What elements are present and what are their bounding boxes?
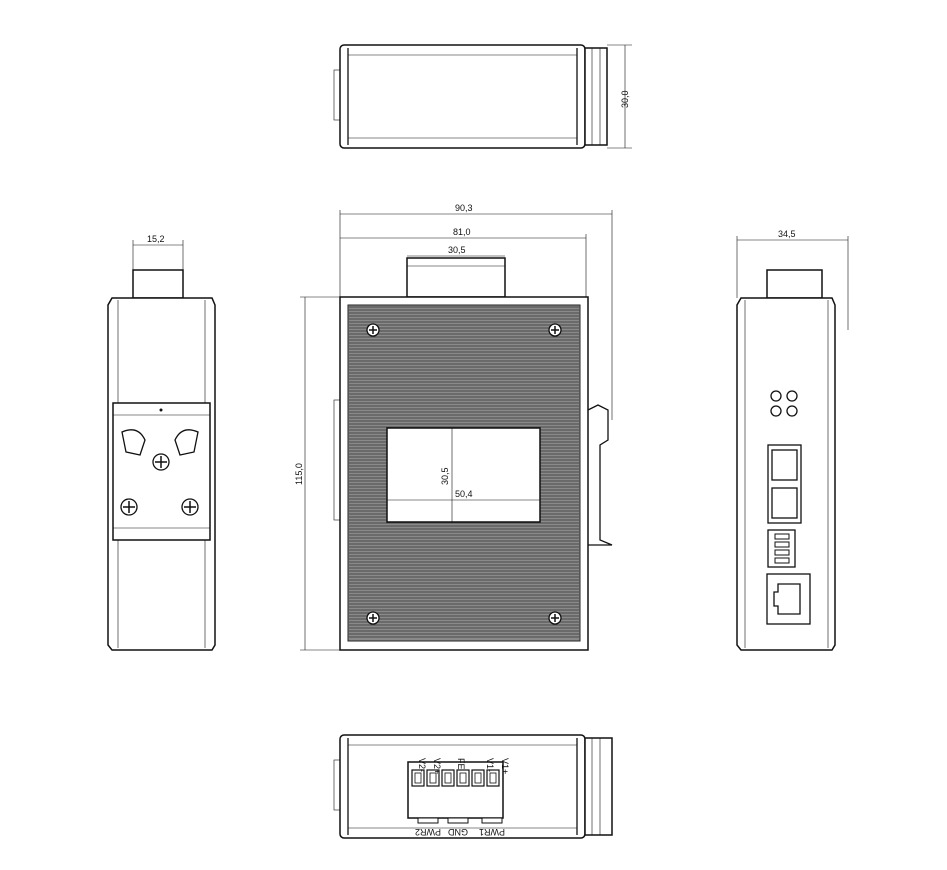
pin-label: V1+ bbox=[500, 758, 510, 774]
dip-switch bbox=[767, 529, 796, 568]
dim-body-width: 81,0 bbox=[453, 227, 471, 237]
terminal-pin bbox=[441, 769, 455, 787]
fiber-ports bbox=[767, 444, 802, 524]
front-view: 90,3 81,0 30,5 30,5 50,4 115,0 bbox=[294, 203, 613, 651]
dim-top-height: 30,0 bbox=[620, 90, 630, 108]
group-label: GND bbox=[448, 827, 469, 837]
left-view: 15,2 bbox=[107, 234, 216, 651]
terminal-pin bbox=[456, 769, 470, 787]
pin-label: FE bbox=[456, 758, 466, 770]
bottom-view: V2- V2+ FE V1- V1+ PWR2 GND PWR1 bbox=[333, 734, 613, 839]
terminal-pin bbox=[411, 769, 425, 787]
screws bbox=[366, 323, 562, 625]
dim-left-clip-width: 15,2 bbox=[147, 234, 165, 244]
terminal-pin bbox=[486, 769, 500, 787]
dim-overall-width: 90,3 bbox=[455, 203, 473, 213]
dim-overall-height: 115,0 bbox=[294, 463, 304, 485]
group-label: PWR2 bbox=[415, 827, 441, 837]
dim-label-height: 30,5 bbox=[440, 467, 450, 485]
dim-right-depth: 34,5 bbox=[778, 229, 796, 239]
terminal-pin bbox=[471, 769, 485, 787]
pin-label: V2- bbox=[417, 758, 427, 772]
dim-label-width: 50,4 bbox=[455, 489, 473, 499]
din-clip bbox=[587, 404, 613, 546]
pin-label: V2+ bbox=[432, 758, 442, 774]
led-indicators bbox=[770, 390, 798, 417]
top-view: 30,0 bbox=[333, 44, 632, 149]
right-view: 34,5 bbox=[736, 229, 849, 651]
rj45-port bbox=[766, 573, 811, 625]
group-label: PWR1 bbox=[479, 827, 505, 837]
pin-label: V1- bbox=[485, 758, 495, 772]
dim-clip-width: 30,5 bbox=[448, 245, 466, 255]
